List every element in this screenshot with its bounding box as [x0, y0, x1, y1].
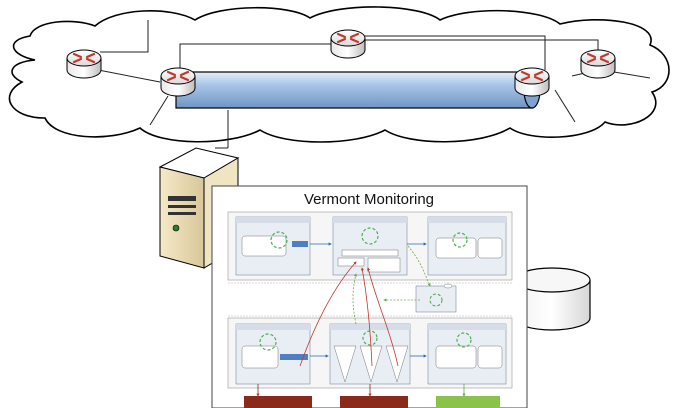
module-top-center [332, 216, 408, 276]
vermont-monitoring-panel: Vermont Monitoring [211, 185, 528, 408]
router-icon [66, 49, 102, 79]
database-icon [513, 267, 591, 331]
monitored-link-tube [175, 71, 541, 109]
router-icon [514, 67, 550, 97]
router-icon [160, 67, 196, 97]
output-bar-right [436, 396, 500, 408]
output-bar-left [244, 396, 312, 408]
panel-title: Vermont Monitoring [304, 191, 434, 208]
flow-arrows [256, 242, 466, 397]
router-icon [330, 29, 366, 59]
module-bottom-left [235, 323, 311, 385]
module-top-right [427, 216, 507, 276]
module-top-left [235, 216, 311, 276]
output-bar-center [340, 396, 408, 408]
module-bottom-right [427, 323, 507, 385]
router-icon [580, 49, 616, 79]
module-middle [415, 283, 457, 313]
